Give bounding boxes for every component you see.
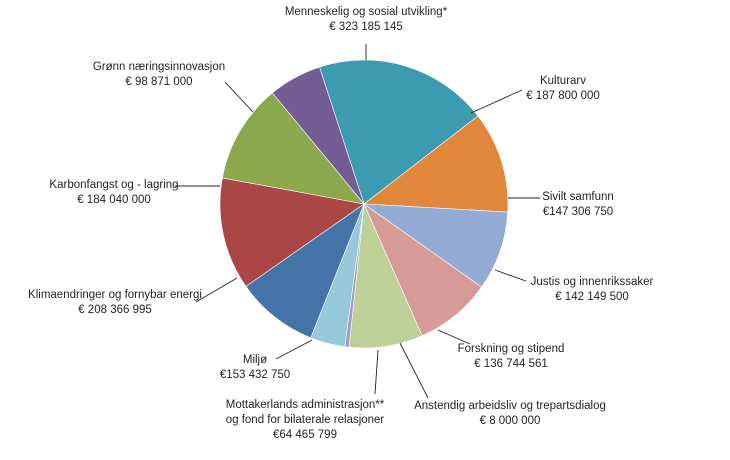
slice-label-0: Menneskelig og sosial utvikling* <box>285 6 448 18</box>
slice-value-1: € 187 800 000 <box>526 90 600 102</box>
leader-line-4 <box>437 329 471 345</box>
slice-value-2: €147 306 750 <box>543 206 613 218</box>
slice-label-3: Justis og innenrikssaker <box>531 276 654 288</box>
leader-line-1 <box>470 89 523 114</box>
slice-value-8: € 208 366 995 <box>78 304 152 316</box>
leader-line-10 <box>224 81 254 113</box>
slice-labels: Menneskelig og sosial utvikling* € 323 18… <box>28 6 653 441</box>
pie-slice-2 <box>362 203 509 288</box>
leader-line-8 <box>195 277 238 303</box>
slice-value-4: € 136 744 561 <box>474 358 548 370</box>
slice-value-9: € 184 040 000 <box>77 194 151 206</box>
pie-slice-0 <box>319 59 479 205</box>
pie-slice-7 <box>245 203 365 339</box>
slice-label-7: Miljø <box>243 354 267 366</box>
slice-value-0: € 323 185 145 <box>329 21 403 33</box>
slice-label-4: Forskning og stipend <box>458 343 565 355</box>
leader-line-7 <box>275 339 313 360</box>
pie-slices <box>219 59 509 349</box>
slice-value-6: €64 465 799 <box>273 429 337 441</box>
slice-label-10: Grønn næringsinnovasjon <box>93 61 225 73</box>
pie-slice-9 <box>222 92 365 205</box>
slice-label-9: Karbonfangst og - lagring <box>49 179 178 191</box>
slice-label-2: Sivilt samfunn <box>542 191 614 203</box>
slice-label-5: Anstendig arbeidsliv og trepartsdialog <box>414 400 606 412</box>
pie-slice-1 <box>363 115 509 213</box>
pie-slice-10 <box>271 66 365 205</box>
slice-value-5: € 8 000 000 <box>480 415 541 427</box>
slice-value-7: €153 432 750 <box>220 369 290 381</box>
leader-line-6 <box>374 349 379 395</box>
slice-value-10: € 98 871 000 <box>125 76 192 88</box>
slice-label-6: og fond for bilaterale relasjoner <box>226 414 385 426</box>
leader-lines <box>175 44 540 399</box>
leader-line-5 <box>399 342 429 399</box>
slice-value-3: € 142 149 500 <box>555 291 629 303</box>
slice-label-6: Mottakerlands administrasjon** <box>226 399 385 411</box>
pie-slice-8 <box>219 177 365 287</box>
slice-label-1: Kulturarv <box>540 75 586 87</box>
leader-line-3 <box>494 269 527 282</box>
slice-label-8: Klimaendringer og fornybar energi <box>28 289 202 301</box>
